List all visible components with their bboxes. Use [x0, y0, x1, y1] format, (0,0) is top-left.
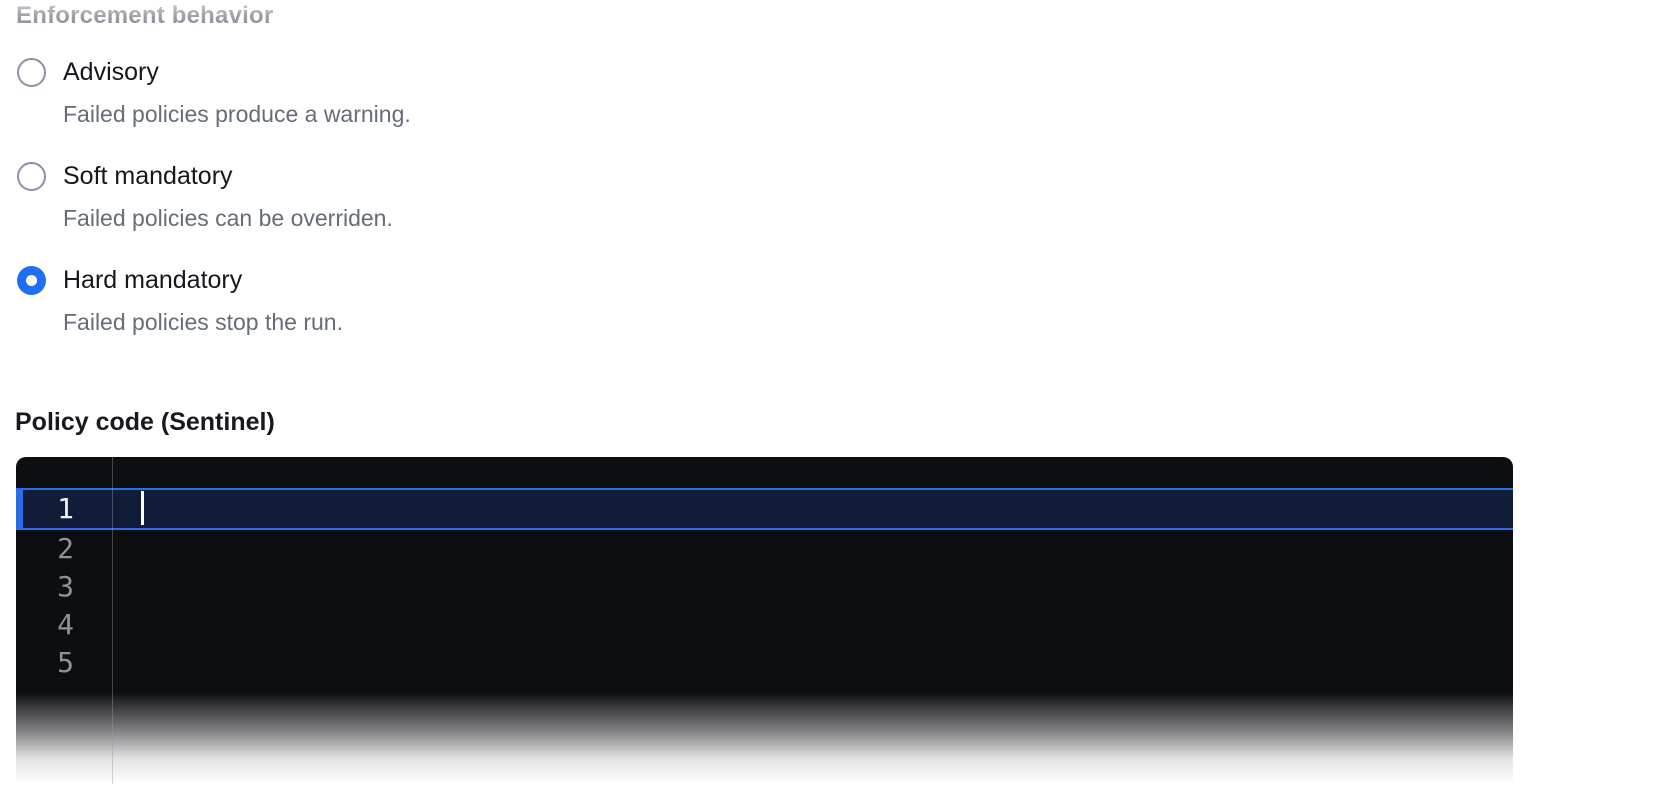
radio-description-soft-mandatory: Failed policies can be overriden.: [63, 205, 393, 231]
line-number-4: 4: [57, 608, 74, 641]
editor-line[interactable]: 4: [16, 606, 1513, 644]
editor-line[interactable]: 5: [16, 644, 1513, 682]
gutter-separator: [112, 457, 113, 784]
radio-button-hard-mandatory[interactable]: [17, 266, 46, 295]
policy-code-heading: Policy code (Sentinel): [15, 408, 275, 436]
radio-option-hard-mandatory[interactable]: Hard mandatory: [17, 266, 1672, 295]
line-number-5: 5: [57, 646, 74, 679]
radio-button-soft-mandatory[interactable]: [17, 162, 46, 191]
active-line-accent-bar: [16, 488, 23, 530]
policy-code-editor[interactable]: 1 2 3 4 5: [16, 457, 1513, 784]
radio-option-soft-mandatory[interactable]: Soft mandatory: [17, 162, 1672, 191]
text-cursor-icon: [141, 491, 144, 525]
radio-button-advisory[interactable]: [17, 58, 46, 87]
enforcement-behavior-label: Enforcement behavior: [16, 2, 274, 29]
line-number-3: 3: [57, 570, 74, 603]
radio-label-advisory: Advisory: [63, 58, 159, 86]
radio-option-advisory[interactable]: Advisory: [17, 58, 1672, 87]
editor-bottom-fade: [16, 692, 1513, 784]
editor-line[interactable]: 2: [16, 530, 1513, 568]
line-number-2: 2: [57, 532, 74, 565]
editor-top-padding: [16, 457, 1513, 488]
radio-label-hard-mandatory: Hard mandatory: [63, 266, 243, 294]
line-number-1: 1: [57, 492, 74, 525]
radio-label-soft-mandatory: Soft mandatory: [63, 162, 233, 190]
editor-active-line[interactable]: 1: [16, 488, 1513, 530]
radio-description-advisory: Failed policies produce a warning.: [63, 101, 411, 127]
radio-description-hard-mandatory: Failed policies stop the run.: [63, 309, 343, 335]
editor-line[interactable]: 3: [16, 568, 1513, 606]
